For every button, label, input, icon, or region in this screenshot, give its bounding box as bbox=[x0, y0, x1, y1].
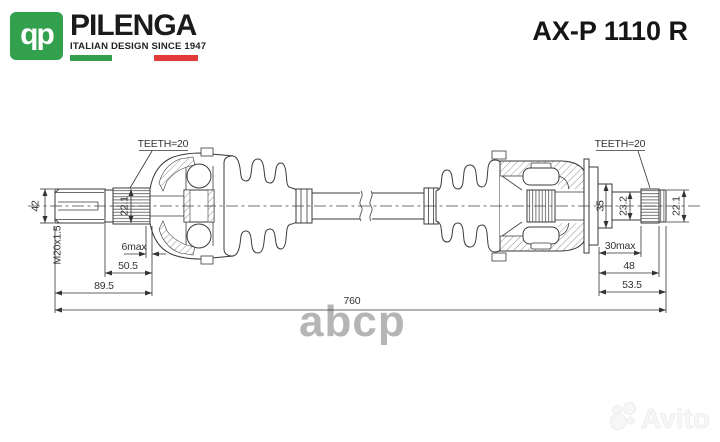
bearing-ball-bottom bbox=[186, 223, 212, 249]
watermark-avito-text: Avito bbox=[641, 403, 710, 434]
dim-50-5-label: 50.5 bbox=[118, 260, 138, 272]
dim-89-5-label: 89.5 bbox=[94, 280, 114, 292]
tripod-roller-top bbox=[522, 167, 560, 186]
dim-53-5-label: 53.5 bbox=[622, 279, 642, 291]
brand-block: PILENGA ITALIAN DESIGN SINCE 1947 bbox=[70, 9, 207, 61]
flag-bar-green bbox=[70, 55, 112, 61]
watermark-avito: Avito bbox=[609, 402, 710, 434]
thread-spec-label: M20x1.5 bbox=[52, 225, 64, 264]
bearing-ball-top bbox=[186, 163, 212, 189]
dim-48-label: 48 bbox=[623, 260, 635, 272]
dimension-layer bbox=[40, 150, 689, 313]
middle-shaft bbox=[312, 190, 424, 224]
avito-logo-icon bbox=[609, 402, 636, 430]
teeth-left-label: TEETH=20 bbox=[138, 138, 189, 150]
tripod-roller-bottom bbox=[522, 226, 560, 245]
pilenga-logo-icon: qp bbox=[10, 12, 63, 60]
part-number: AX-P 1110 R bbox=[532, 16, 688, 46]
logo-monogram: qp bbox=[20, 18, 55, 51]
brand-tagline: ITALIAN DESIGN SINCE 1947 bbox=[70, 41, 207, 52]
dim-760-label: 760 bbox=[344, 295, 361, 307]
flag-bar-red bbox=[154, 55, 198, 61]
watermark-abcp: abcp bbox=[299, 297, 406, 346]
brand-header: qp PILENGA ITALIAN DESIGN SINCE 1947 bbox=[10, 9, 207, 61]
teeth-right-label: TEETH=20 bbox=[595, 138, 646, 150]
dim-6max-label: 6max bbox=[122, 241, 148, 253]
italian-flag-bars bbox=[70, 55, 198, 61]
dim-30max-label: 30max bbox=[605, 240, 636, 252]
brand-name: PILENGA bbox=[70, 9, 197, 42]
